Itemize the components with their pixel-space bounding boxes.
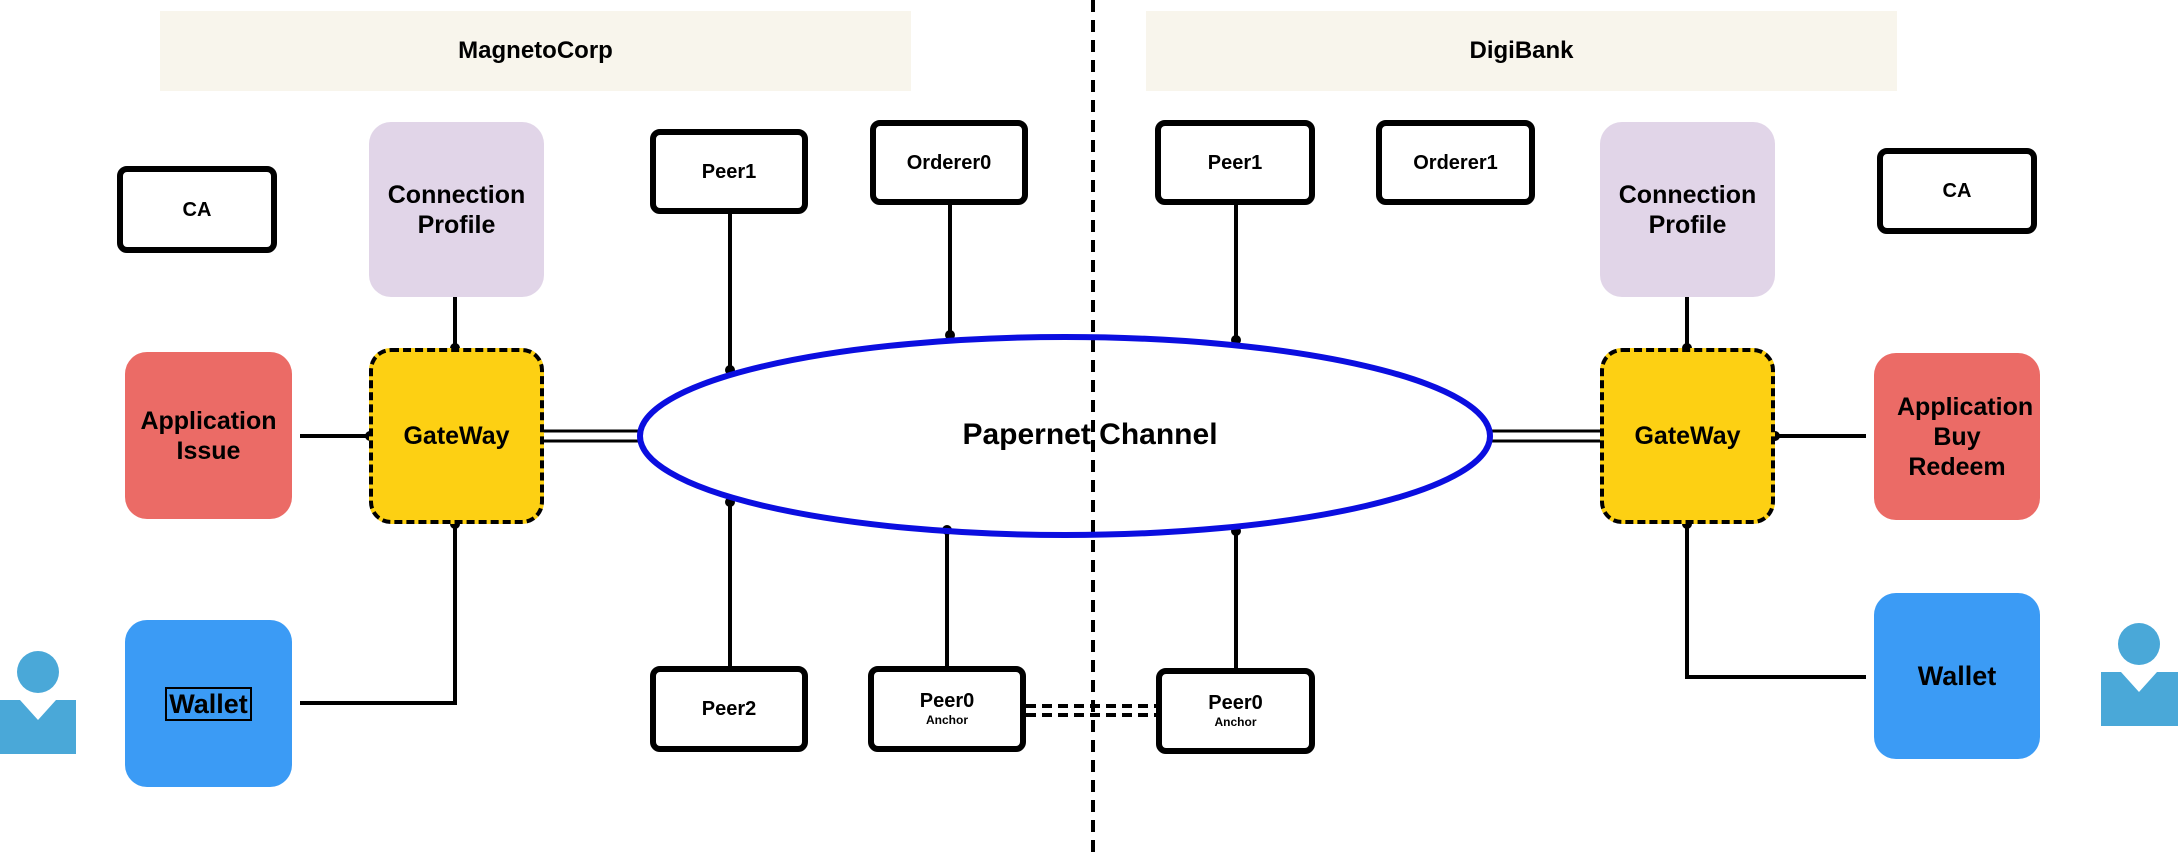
- wallet-label: Wallet: [1917, 661, 1997, 691]
- peer2-node-left: Peer2: [650, 666, 808, 752]
- peer1-label: Peer1: [1207, 151, 1263, 174]
- gateway-label: GateWay: [403, 422, 510, 450]
- user-icon-right: [2101, 623, 2178, 726]
- ca-node-right: CA: [1877, 148, 2037, 234]
- orderer1-label: Orderer1: [1413, 151, 1498, 174]
- orderer0-node: Orderer0: [870, 120, 1028, 205]
- peer0-anchor-node-right: Peer0 Anchor: [1156, 668, 1315, 754]
- peer2-label: Peer2: [701, 698, 757, 720]
- peer0-label: Peer0: [919, 690, 975, 713]
- anchor-sublabel: Anchor: [1214, 715, 1257, 730]
- connector-wallet-gateway-left: [300, 524, 457, 705]
- user-icon-left: [0, 651, 76, 754]
- org-banner-digibank: DigiBank: [1146, 11, 1897, 91]
- wallet-label: Wallet: [165, 686, 252, 721]
- application-buy-redeem-node: Application Buy Redeem: [1874, 353, 2040, 520]
- peer1-label: Peer1: [701, 160, 757, 183]
- orderer1-node: Orderer1: [1376, 120, 1535, 205]
- connector-wallet-gateway-right: [1685, 524, 1866, 679]
- peer1-node-left: Peer1: [650, 129, 808, 214]
- anchor-sublabel: Anchor: [926, 713, 968, 728]
- ca-label: CA: [182, 198, 212, 221]
- ca-label: CA: [1942, 180, 1972, 202]
- wallet-right: Wallet: [1874, 593, 2040, 759]
- application-issue-node: Application Issue: [125, 352, 292, 519]
- channel-label: Papernet Channel: [962, 418, 1218, 451]
- peer0-label: Peer0: [1208, 692, 1263, 715]
- peer1-node-right: Peer1: [1155, 120, 1315, 205]
- connection-profile-label: Connection Profile: [1618, 180, 1757, 239]
- application-label: Application Buy Redeem: [1897, 392, 2034, 481]
- wallet-left: Wallet: [125, 620, 292, 787]
- application-label: Application Issue: [140, 406, 277, 465]
- connection-profile-left: Connection Profile: [369, 122, 544, 297]
- ca-node-left: CA: [117, 166, 277, 253]
- connection-profile-label: Connection Profile: [387, 180, 526, 239]
- gateway-left: GateWay: [369, 348, 544, 524]
- orderer0-label: Orderer0: [906, 151, 992, 174]
- connection-profile-right: Connection Profile: [1600, 122, 1775, 297]
- papernet-channel-ellipse: [637, 334, 1493, 538]
- gateway-right: GateWay: [1600, 348, 1775, 524]
- org-banner-magnetocorp: MagnetoCorp: [160, 11, 911, 91]
- gateway-label: GateWay: [1634, 422, 1741, 450]
- peer0-anchor-node-left: Peer0 Anchor: [868, 666, 1026, 752]
